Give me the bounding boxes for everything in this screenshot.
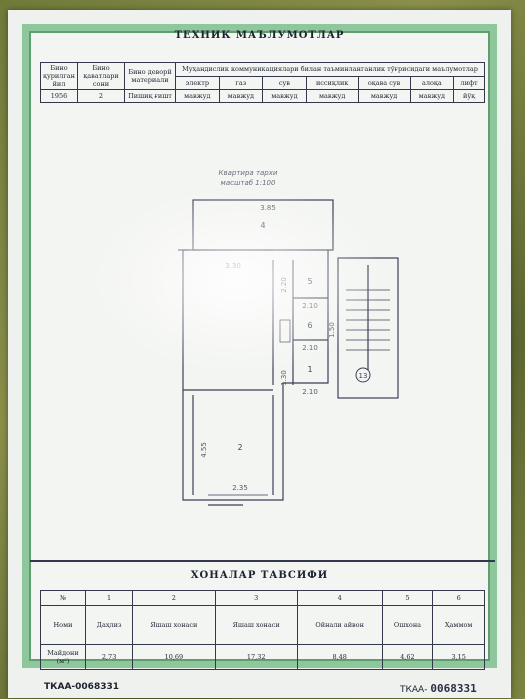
serial-number-right: ТКАА- 0068331 bbox=[400, 682, 477, 695]
dimension-label: 2.10 bbox=[302, 388, 318, 396]
room-number: 5 bbox=[307, 277, 312, 286]
sub-header: электр bbox=[175, 75, 220, 90]
dimension-label: 2.10 bbox=[302, 344, 318, 352]
room-name-cell: Даҳлиз bbox=[84, 605, 134, 645]
row-label-area: Майдони (м²) bbox=[40, 644, 86, 670]
floor-plan-drawing: Квартира тархи масштаб 1:100 4 5 6 1 2 1… bbox=[178, 169, 399, 506]
room-area-cell: 8,48 bbox=[296, 644, 383, 670]
walls-value: Пишиқ ғишт bbox=[124, 89, 176, 103]
room-name-cell: Ойнали айвон bbox=[296, 605, 383, 645]
sub-header: газ bbox=[218, 75, 264, 90]
sub-header: оқава сув bbox=[357, 75, 411, 90]
room-number: 4 bbox=[260, 221, 265, 230]
col-floors-header: Бино қаватлари сони bbox=[77, 62, 125, 90]
utility-value: йўқ bbox=[453, 89, 485, 103]
section-divider bbox=[30, 560, 495, 562]
dimension-label: 2.10 bbox=[302, 302, 318, 310]
utility-value: мавжуд bbox=[218, 89, 264, 103]
utility-value: мавжуд bbox=[409, 89, 455, 103]
document-sheet: ТЕХНИК МАЪЛУМОТЛАР Бино қурилган йил Бин… bbox=[8, 10, 511, 698]
plan-note-title: Квартира тархи bbox=[219, 169, 278, 177]
row-label-name: Номи bbox=[40, 605, 86, 645]
room-number: 13 bbox=[359, 372, 368, 380]
room-number-cell: 5 bbox=[381, 590, 434, 606]
sub-header: иссиқлик bbox=[305, 75, 359, 90]
room-number: 6 bbox=[307, 321, 312, 330]
floors-value: 2 bbox=[77, 89, 125, 103]
floor-plan: Квартира тархи масштаб 1:100 4 5 6 1 2 1… bbox=[28, 150, 478, 550]
room-number-cell: 2 bbox=[132, 590, 216, 606]
col-year-header: Бино қурилган йил bbox=[40, 62, 78, 90]
dimension-label: 1.30 bbox=[280, 370, 288, 386]
room-number: 2 bbox=[237, 443, 242, 452]
serial-prefix: ТКАА- bbox=[400, 685, 428, 695]
room-name-cell: Ошхона bbox=[381, 605, 434, 645]
col-utilities-header: Муҳандислик коммуникациялари билан таъми… bbox=[175, 62, 485, 77]
utility-value: мавжуд bbox=[357, 89, 411, 103]
dimension-label: 3.30 bbox=[225, 262, 241, 270]
year-value: 1956 bbox=[40, 89, 78, 103]
room-number: 1 bbox=[307, 365, 312, 374]
room-area-cell: 2,73 bbox=[84, 644, 134, 670]
room-name-cell: Яшаш хонаси bbox=[132, 605, 216, 645]
row-label-number: № bbox=[40, 590, 86, 606]
room-number-cell: 4 bbox=[296, 590, 383, 606]
dimension-label: 4.55 bbox=[200, 442, 208, 458]
room-area-cell: 3,15 bbox=[432, 644, 485, 670]
room-area-cell: 4,62 bbox=[381, 644, 434, 670]
tech-info-table: Бино қурилган йил Бино қаватлари сони Би… bbox=[40, 62, 485, 103]
sub-header: сув bbox=[262, 75, 307, 90]
room-area-cell: 17,32 bbox=[214, 644, 298, 670]
dimension-label: 3.85 bbox=[260, 204, 276, 212]
sub-header: алоқа bbox=[409, 75, 455, 90]
room-name-cell: Яшаш хонаси bbox=[214, 605, 298, 645]
utility-value: мавжуд bbox=[305, 89, 359, 103]
rooms-description-title: ХОНАЛАР ТАВСИФИ bbox=[190, 570, 329, 581]
col-walls-header: Бино деворй материали bbox=[124, 62, 176, 90]
tech-info-title: ТЕХНИК МАЪЛУМОТЛАР bbox=[174, 30, 345, 41]
serial-number-left: ТКАА-0068331 bbox=[44, 682, 119, 692]
sub-header: лифт bbox=[453, 75, 485, 90]
serial-digits: 0068331 bbox=[430, 682, 477, 695]
rooms-table: № 1 2 3 4 5 6 Номи Даҳлиз Яшаш хонаси Яш… bbox=[40, 590, 485, 670]
dimension-label: 2.35 bbox=[232, 484, 248, 492]
utility-value: мавжуд bbox=[175, 89, 220, 103]
plan-note-scale: масштаб 1:100 bbox=[221, 179, 276, 187]
room-number-cell: 3 bbox=[214, 590, 298, 606]
dimension-label: 2.20 bbox=[280, 277, 288, 293]
room-number-cell: 6 bbox=[432, 590, 485, 606]
room-area-cell: 10,69 bbox=[132, 644, 216, 670]
room-name-cell: Ҳаммом bbox=[432, 605, 485, 645]
room-number-cell: 1 bbox=[84, 590, 134, 606]
utility-value: мавжуд bbox=[262, 89, 307, 103]
dimension-label: 1.50 bbox=[328, 322, 336, 338]
